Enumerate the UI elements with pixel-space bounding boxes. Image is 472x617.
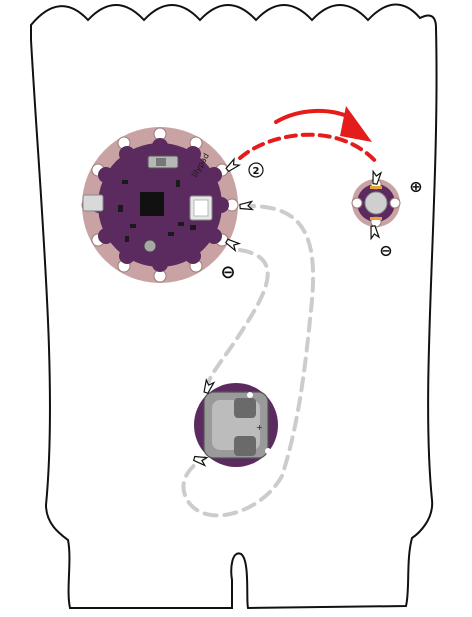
battery-holder: + <box>194 383 278 467</box>
led-minus-label: ⊖ <box>379 241 392 260</box>
lilypad-board: lilypad <box>81 127 239 283</box>
arrow-head <box>340 106 372 142</box>
garment-outline <box>30 3 438 610</box>
conductive-threads <box>181 203 316 518</box>
led-plus-label: ⊕ <box>409 177 422 196</box>
microcontroller-chip <box>140 192 164 216</box>
board-minus-label: ⊖ <box>220 262 235 283</box>
pin-2-label-group: 2 <box>248 162 264 178</box>
arrow-dashed-arc <box>238 132 380 166</box>
thread-positive <box>181 203 316 518</box>
red-arrow <box>238 106 380 166</box>
arrow-solid-arc <box>274 109 354 124</box>
led-lens <box>364 191 388 215</box>
stitch-marks <box>192 157 383 467</box>
usb-connector <box>82 194 104 212</box>
lilypad-led <box>351 178 401 228</box>
pin-2-label: 2 <box>253 166 260 177</box>
thread-negative <box>205 248 270 396</box>
battery-plus-label: + <box>256 423 263 432</box>
reset-button <box>143 239 157 253</box>
